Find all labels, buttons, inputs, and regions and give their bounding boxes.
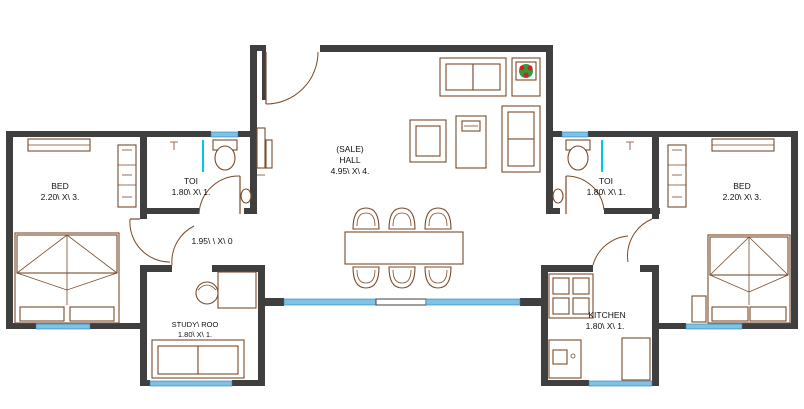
entry-cabinet (256, 127, 273, 176)
study-window (149, 380, 233, 387)
walls (6, 45, 798, 386)
bed-left-window (35, 323, 91, 330)
hall-local-name: (SALE) (336, 144, 364, 154)
kitchen-window (588, 380, 653, 387)
kitchen-name: KITCHEN (588, 310, 625, 320)
toilet-left-size: 1.80\ X\ 1. (172, 187, 211, 197)
toilet-right-fixtures (552, 139, 634, 204)
bed-left-name: BED (51, 181, 68, 191)
study-furniture (151, 271, 257, 379)
dining-chairs (352, 207, 452, 289)
bed-right-furniture (667, 138, 791, 324)
toilet-left-window (210, 131, 239, 138)
toilet-right-window (561, 131, 589, 138)
bed-left-size: 2.20\ X\ 3. (41, 192, 80, 202)
hall-size: 4.95\ X\ 4. (331, 166, 370, 176)
toilet-left-fixtures (170, 139, 252, 204)
dining-table (344, 231, 464, 265)
toilet-left-name: TOI (184, 176, 198, 186)
doors (129, 51, 653, 266)
bed-right-window (685, 323, 743, 330)
toilet-right-size: 1.80\ X\ 1. (587, 187, 626, 197)
kitchen-size: 1.80\ X\ 1. (586, 321, 625, 331)
hall-window-left (283, 298, 377, 306)
hall-furniture (344, 57, 541, 289)
study-name: STUDY\ ROO (172, 320, 219, 329)
plant-icon (519, 64, 533, 78)
bed-left-furniture (14, 138, 137, 324)
windows (35, 131, 743, 387)
study-size: 1.80\ X\ 1. (178, 330, 212, 339)
fridge (621, 337, 651, 381)
bed-right-size: 2.20\ X\ 3. (723, 192, 762, 202)
study-desk (217, 271, 257, 309)
room-labels: BED 2.20\ X\ 3. TOI 1.80\ X\ 1. (SALE) H… (41, 144, 762, 339)
hall-name: HALL (339, 155, 361, 165)
kitchen-furniture (548, 273, 651, 381)
hall-window-right (425, 298, 521, 306)
passage-size: 1.95\ \ X\ 0 (191, 236, 232, 246)
bed-right-name: BED (733, 181, 750, 191)
toilet-right-name: TOI (599, 176, 613, 186)
